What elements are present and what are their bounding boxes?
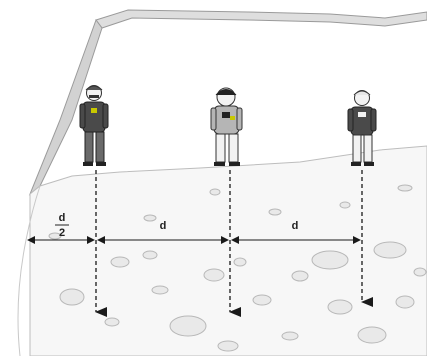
worker-right xyxy=(347,90,377,166)
label-spacing-2: d xyxy=(292,220,299,232)
label-spacing-1: d xyxy=(160,220,167,232)
label-half-denominator: 2 xyxy=(59,227,65,239)
rocks xyxy=(48,184,427,352)
drop-lines xyxy=(95,170,373,317)
dimension-labels: d 2 d d xyxy=(55,212,298,239)
worker-middle xyxy=(210,87,243,166)
terrain-background xyxy=(17,9,427,356)
label-half-numerator: d xyxy=(59,212,66,224)
worker-left xyxy=(79,85,109,166)
